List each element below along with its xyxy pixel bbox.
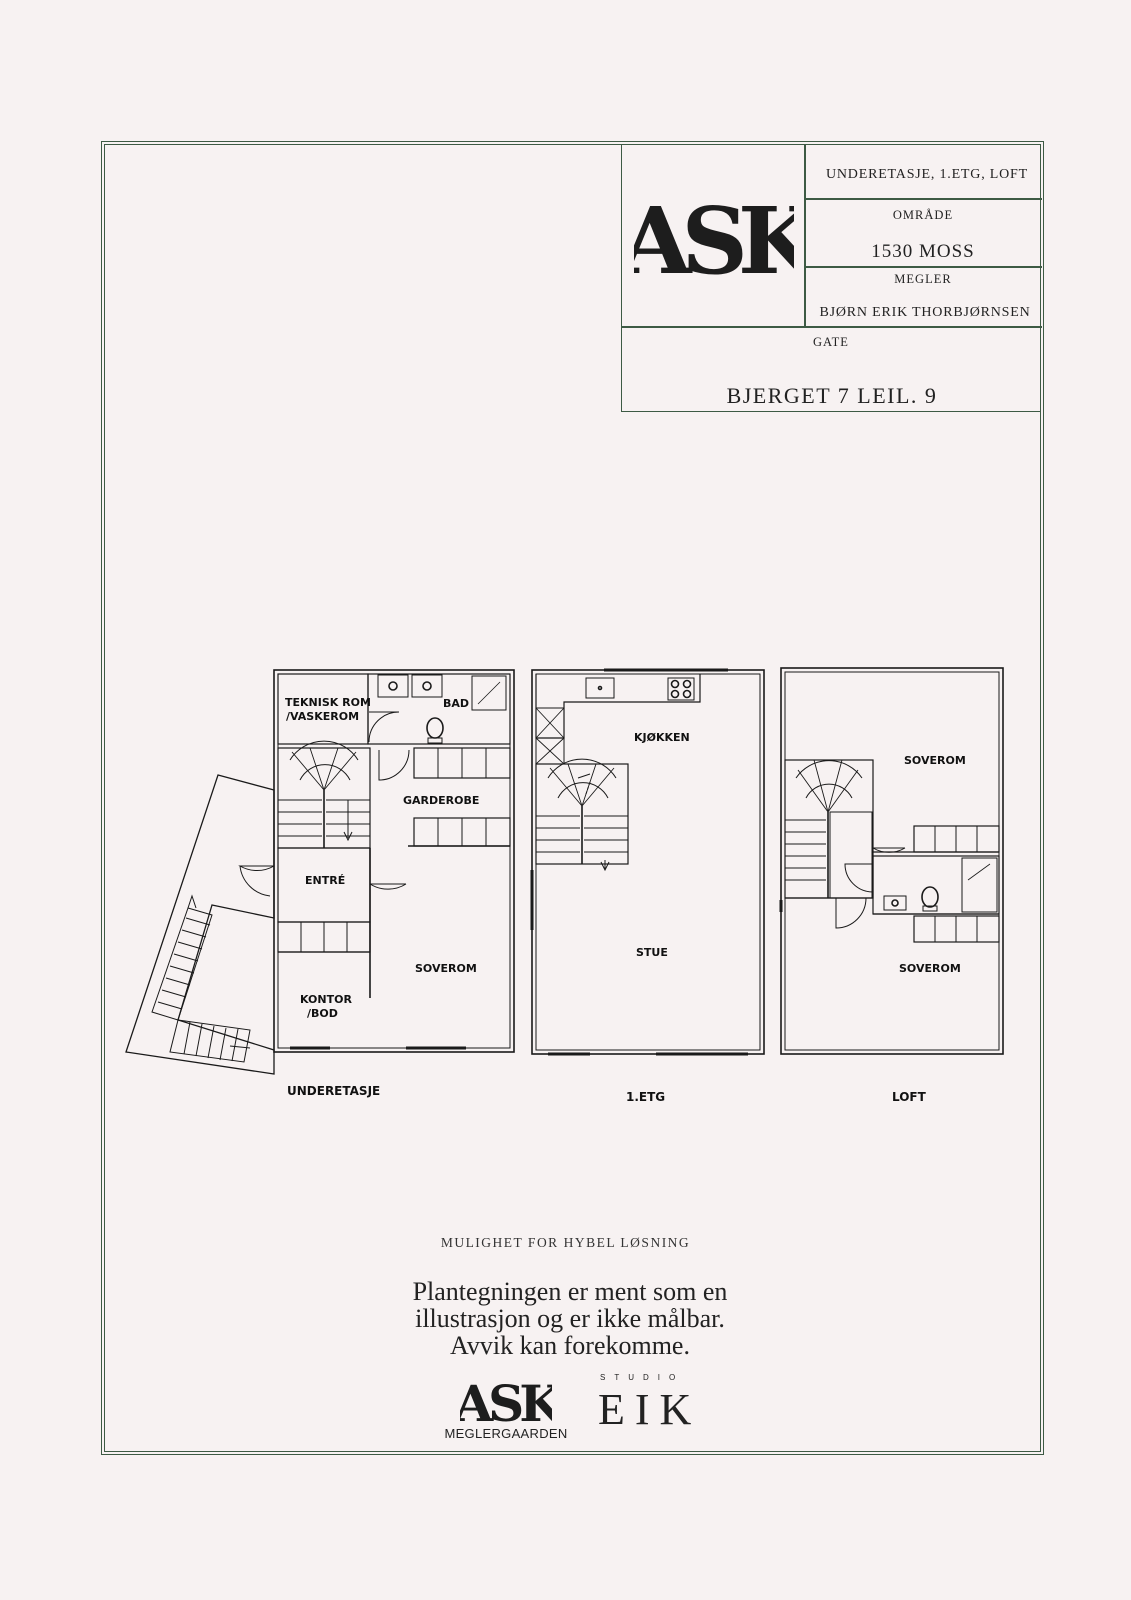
disclaimer: Plantegningen er ment som en illustrasjo… [0,1278,1131,1359]
ask-logo: ASK [634,187,794,285]
brand2-name: EIK [598,1385,702,1434]
caption-loft: LOFT [892,1090,926,1104]
broker-value: BJØRN ERIK THORBJØRNSEN [819,305,1031,320]
room-bad: BAD [443,697,470,710]
plan-1etg [530,668,765,1056]
hybel-note: MULIGHET FOR HYBEL LØSNING [440,1235,691,1250]
street-value: BJERGET 7 LEIL. 9 [726,383,938,408]
page-frame-outer [101,141,1044,1455]
levels-value: UNDERETASJE, 1.ETG, LOFT [825,167,1028,182]
street-label: GATE [813,335,849,349]
ask-logo-text: ASK [634,187,794,285]
room-kjokken: KJØKKEN [634,731,690,744]
brand1-logo-text: ASK [460,1374,552,1426]
disclaimer-line3: Avvik kan forekomme. [450,1331,690,1360]
plan-underetasje [125,669,515,1075]
room-teknisk-line1: TEKNISK ROM [285,696,371,709]
plan-loft [779,667,1004,1055]
room-entre: ENTRÉ [305,874,346,887]
caption-1etg: 1.ETG [626,1090,666,1104]
area-value: 1530 MOSS [871,241,975,262]
broker-label: MEGLER [894,272,952,286]
disclaimer-line2: illustrasjon og er ikke målbar. [415,1304,725,1333]
brand1-name: MEGLERGAARDEN [444,1426,568,1441]
area-label: OMRÅDE [892,208,954,222]
caption-underetasje: UNDERETASJE [287,1084,381,1098]
room-kontor-line1: KONTOR [300,993,352,1006]
room-soverom-underetasje: SOVEROM [415,962,477,975]
room-garderobe: GARDEROBE [403,794,480,807]
disclaimer-line1: Plantegningen er ment som en [412,1277,728,1306]
ask-meglergaarden-logo: ASK [460,1374,552,1426]
room-soverom-loft-bottom: SOVEROM [899,962,961,975]
brand2-small: STUDIO [600,1373,685,1382]
page-frame-inner [104,144,1041,1452]
room-kontor-line2: /BOD [307,1007,338,1020]
room-stue: STUE [636,946,668,959]
room-soverom-loft-top: SOVEROM [904,754,966,767]
title-block: ASK UNDERETASJE, 1.ETG, LOFT OMRÅDE 1530… [621,145,1042,412]
room-teknisk-line2: /VASKEROM [286,710,360,723]
